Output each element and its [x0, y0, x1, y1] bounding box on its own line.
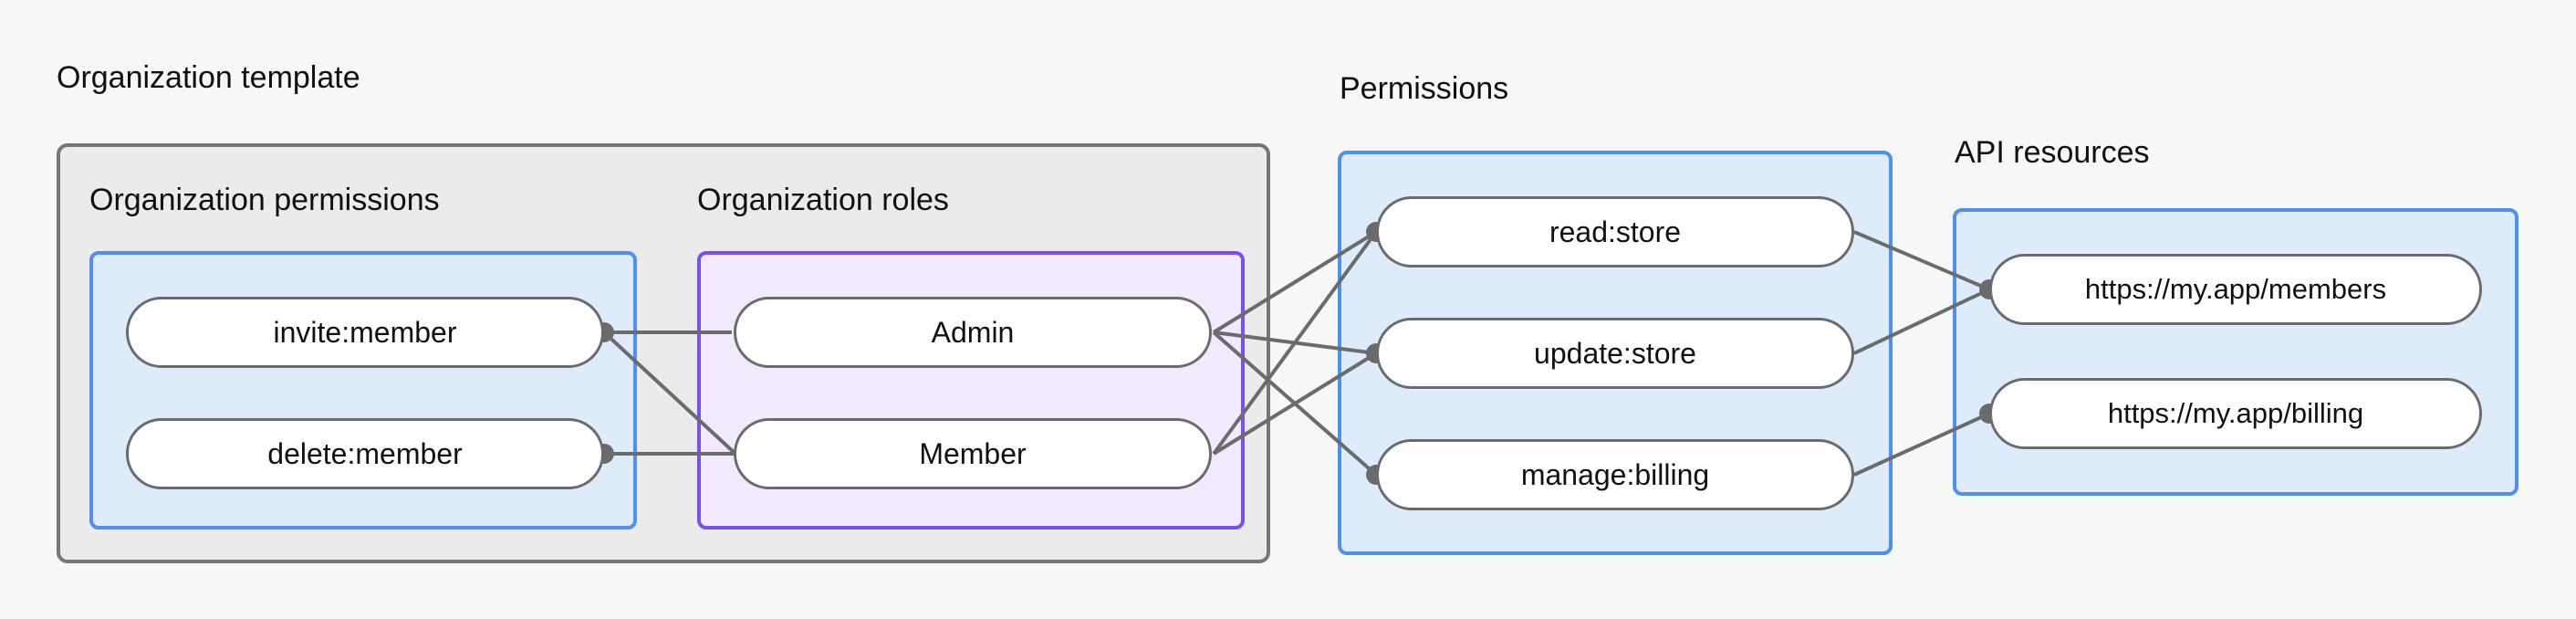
pill-role-member[interactable]: Member: [734, 418, 1212, 489]
api-resources-label: API resources: [1955, 135, 2150, 170]
permissions-label: Permissions: [1340, 71, 1509, 106]
api-resources-box: [1953, 208, 2519, 496]
pill-read-store[interactable]: read:store: [1376, 196, 1854, 268]
pill-manage-billing[interactable]: manage:billing: [1376, 439, 1854, 510]
pill-invite-member[interactable]: invite:member: [126, 297, 604, 368]
organization-template-label: Organization template: [57, 60, 360, 95]
organization-roles-label: Organization roles: [697, 183, 949, 217]
pill-delete-member[interactable]: delete:member: [126, 418, 604, 489]
pill-update-store[interactable]: update:store: [1376, 318, 1854, 389]
pill-role-admin[interactable]: Admin: [734, 297, 1212, 368]
organization-permissions-label: Organization permissions: [89, 183, 440, 217]
pill-api-resource-members[interactable]: https://my.app/members: [1989, 254, 2482, 325]
pill-api-resource-billing[interactable]: https://my.app/billing: [1989, 378, 2482, 449]
